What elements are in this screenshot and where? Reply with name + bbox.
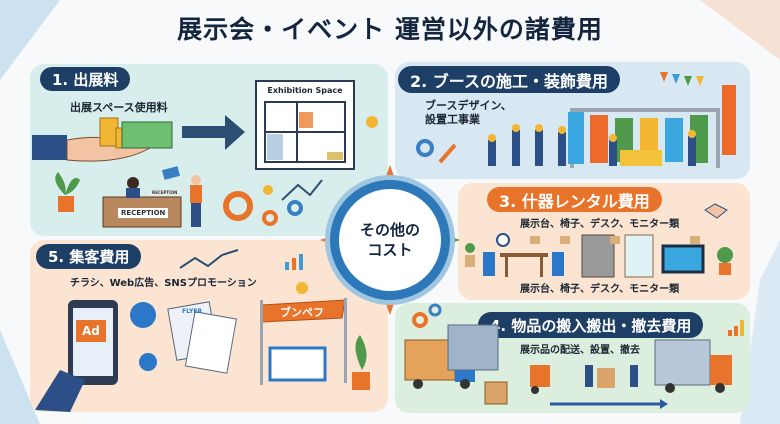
bar-chart-icon [285,254,303,270]
subtitle-furniture-rental-bottom: 展示台、椅子、デスク、モニター類 [520,284,680,295]
flyer-label: FLYER [182,308,203,315]
arrow-right-icon [182,115,245,150]
truck-rear-icon [447,324,499,371]
exhibition-space-floorplan: Exhibition Space [255,80,355,170]
like-icon [130,302,156,328]
subtitle-booth-construction-1: ブースデザイン、 [425,99,512,112]
center-line-2: コスト [367,241,413,259]
subtitle-exhibition-fee: 出展スペース使用料 [70,101,168,114]
plant-icon [352,335,370,390]
promo-banner-label: ブンペフ [280,306,324,319]
monitor-icon [661,244,705,274]
center-other-costs: その他のコスト [330,180,450,300]
plant-icon [465,243,475,267]
workers-icon [488,130,696,166]
banknote-icon [121,121,173,149]
chart-line-icon [281,179,323,201]
badge-furniture-rental: 3. 什器レンタル費用 [487,187,662,212]
badge-booth-construction: 2. ブースの施工・装飾費用 [398,66,620,93]
coin-icon [263,185,273,195]
bar-chart-icon [728,320,744,336]
reception-desk-label: RECEPTION [118,208,169,218]
coin-icon [366,116,378,128]
plant-icon [717,247,733,275]
gear-icon [416,139,434,157]
coin-icon [296,282,308,294]
chair-icon [483,252,495,276]
gear-icon [428,303,442,317]
subtitle-booth-construction-2: 設置工事業 [425,113,480,126]
signboard-icon [268,346,327,382]
handshake-icon [704,203,728,219]
paintbrush-icon [438,143,457,164]
boxes-icon [484,381,508,405]
credit-card-icon [161,166,181,180]
subtitle-marketing: チラシ、Web広告、SNSプロモーション [70,278,257,289]
reception-sign: RECEPTION [150,190,180,195]
page-title: 展示会・イベント 運営以外の諸費用 [177,15,603,44]
ad-block [76,320,106,342]
display-case-icon [624,234,654,278]
sleeve-icon [32,135,67,160]
like-icon [139,353,157,371]
gear-icon [412,312,428,328]
ad-label: Ad [82,324,100,338]
truck-icon [654,339,711,386]
shelf-icon [581,234,615,278]
gear-icon [287,200,303,216]
plant-icon [55,172,80,212]
gear-icon [262,210,278,226]
bunting-icon [660,72,704,86]
flyer-icon [184,311,237,374]
clock-icon [496,233,510,247]
center-line-1: その他の [359,221,420,239]
worker-icon [630,365,638,387]
counter-icon [620,150,662,166]
badge-exhibition-fee: 1. 出展料 [40,67,131,91]
sleeve-icon [35,370,85,412]
subtitle-furniture-rental: 展示台、椅子、デスク、モニター類 [520,219,680,230]
gear-icon [223,191,253,221]
chart-line-icon [179,249,239,269]
forklift-icon [530,365,550,387]
chair-icon [552,252,564,276]
subtitle-logistics: 展示品の配送、設置、撤去 [520,345,640,356]
badge-marketing: 5. 集客費用 [36,244,142,269]
table-icon [500,253,548,257]
price-tag-icon [530,236,700,244]
worker-icon [585,365,593,387]
floorplan-label: Exhibition Space [267,86,343,95]
banner-icon [722,85,736,155]
badge-logistics: 4. 物品の搬入搬出・撤去費用 [478,312,704,338]
truck-cargo-icon [404,339,456,381]
